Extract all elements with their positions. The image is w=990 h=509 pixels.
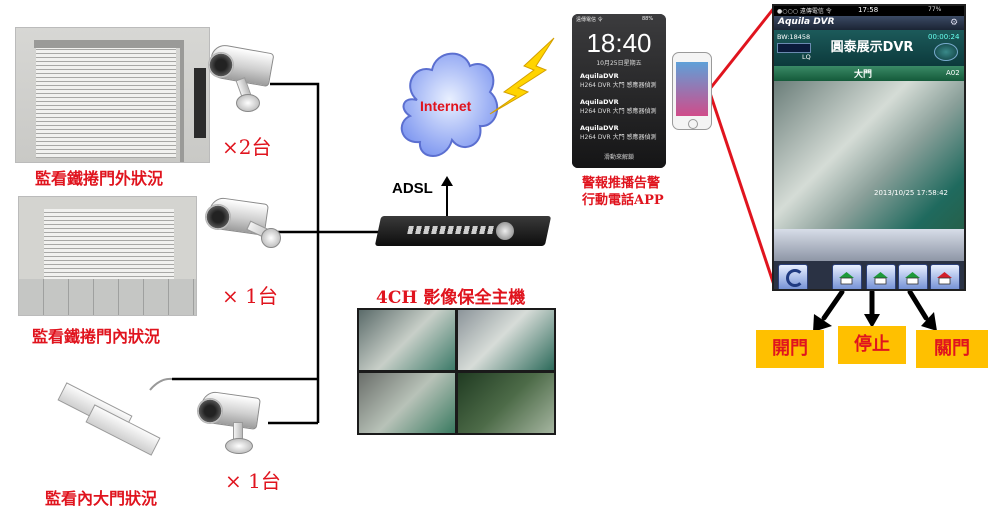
refresh-button[interactable] — [778, 264, 808, 289]
adsl-label: ADSL — [392, 180, 433, 197]
app-brand: Aquila DVR — [778, 17, 835, 27]
house-alarm-icon — [937, 272, 952, 285]
white-iphone — [672, 52, 712, 130]
close-door-action[interactable]: 關門 — [916, 330, 988, 368]
dvr-recorder — [374, 212, 552, 254]
outer-rolling-door-photo — [15, 27, 210, 163]
camera-3 — [195, 388, 269, 454]
open-door-button[interactable] — [832, 264, 862, 289]
house-icon — [839, 272, 854, 285]
inner-rolling-door-photo — [18, 196, 197, 316]
inner-door-caption: 監看鐵捲門內狀況 — [32, 327, 161, 346]
camera-3-count: × 1台 — [225, 469, 281, 493]
lock-carrier: 遠傳電信 令 — [576, 17, 603, 23]
internet-cloud-icon — [400, 52, 499, 157]
camera-2-count: × 1台 — [222, 284, 278, 308]
house-icon — [873, 272, 888, 285]
slide-to-unlock: 滑動來解鎖 — [603, 154, 634, 161]
app-status-time: 17:58 — [858, 6, 879, 14]
app-camera-id: A02 — [946, 69, 960, 77]
close-door-button[interactable] — [898, 264, 928, 289]
app-channel-title: 圓泰展示DVR — [830, 40, 914, 55]
lock-time: 18:40 — [586, 28, 652, 58]
camera-2 — [203, 194, 281, 256]
house-icon — [905, 272, 920, 285]
main-gate-caption: 監看內大門狀況 — [45, 489, 158, 508]
push-alert-line2: 行動電話APP — [582, 193, 664, 208]
lightning-bolt-icon — [489, 37, 555, 115]
internet-label: Internet — [420, 98, 472, 114]
dvr-title: 4CH 影像保全主機 — [376, 288, 526, 308]
live-video-feed — [774, 81, 964, 229]
app-lq: LQ — [802, 53, 811, 61]
settings-icon[interactable]: ⚙ — [950, 18, 959, 28]
open-door-action[interactable]: 開門 — [756, 330, 824, 368]
app-camera-name: 大門 — [854, 70, 873, 80]
outer-door-caption: 監看鐵捲門外狀況 — [35, 169, 164, 188]
dvr-app-screen: ●○○○ 遠傳電信 令 17:58 77% Aquila DVR ⚙ BW:18… — [772, 4, 966, 291]
app-timestamp: 2013/10/25 17:58:42 — [874, 189, 949, 197]
refresh-icon — [786, 269, 804, 287]
stop-door-button[interactable] — [866, 264, 896, 289]
lock-battery: 88% — [642, 16, 654, 22]
app-status-battery: 77% — [928, 6, 942, 13]
app-bw: BW:18458 — [777, 33, 811, 41]
app-status-carrier: ●○○○ 遠傳電信 令 — [777, 8, 832, 15]
stop-door-action[interactable]: 停止 — [838, 326, 906, 364]
alarm-button[interactable] — [930, 264, 960, 289]
quad-camera-view — [357, 308, 556, 435]
app-control-bar — [774, 260, 964, 289]
push-alert-line1: 警報推播告警 — [582, 176, 661, 191]
magnetic-door-sensor — [50, 380, 161, 460]
camera-1-count: ×2台 — [222, 135, 272, 159]
app-timer: 00:00:24 — [928, 33, 960, 41]
camera-1 — [206, 42, 276, 114]
lock-date: 10月25日星期五 — [596, 60, 642, 67]
push-alert-caption: 警報推播告警 行動電話APP — [582, 175, 692, 209]
